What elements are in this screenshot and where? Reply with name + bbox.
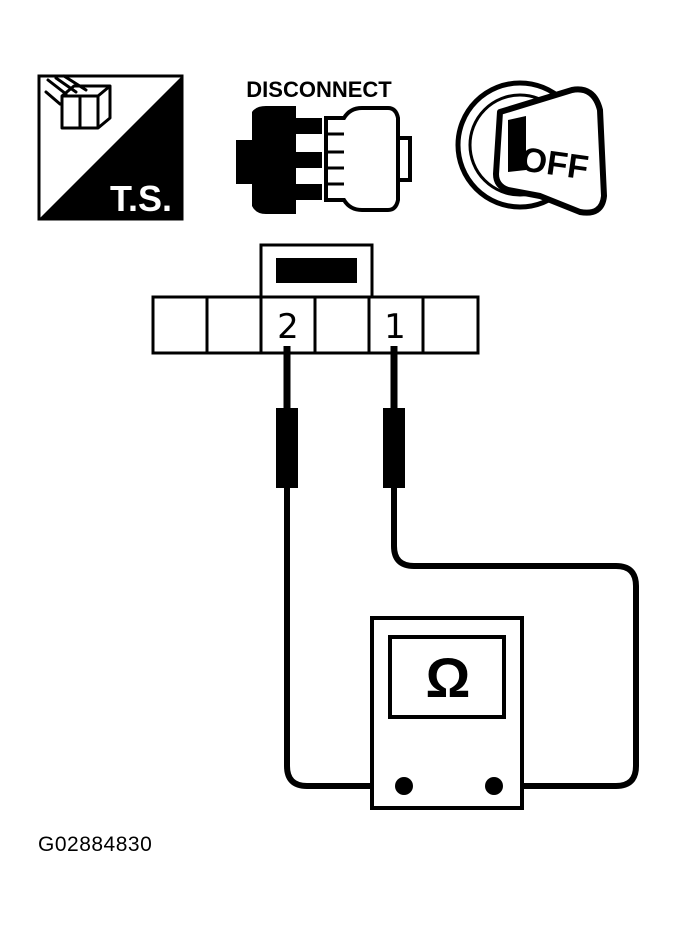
connector-pin-1-label: 1 xyxy=(384,307,406,347)
connector-pin-2-label: 2 xyxy=(277,307,299,347)
meter-terminal-left xyxy=(395,777,413,795)
ohm-symbol: Ω xyxy=(426,646,471,709)
ignition-key-off-icon: OFF xyxy=(455,80,607,216)
figure-id: G02884830 xyxy=(38,833,153,856)
test-lead-pin-1 xyxy=(383,346,639,789)
test-stand-icon: T.S. xyxy=(37,74,184,221)
ohmmeter: Ω xyxy=(370,616,524,810)
disconnect-connector-icon: DISCONNECT xyxy=(236,77,412,214)
disconnect-label: DISCONNECT xyxy=(246,77,392,102)
meter-terminal-right xyxy=(485,777,503,795)
test-stand-label: T.S. xyxy=(110,178,172,219)
ignition-off-label: OFF xyxy=(518,140,591,187)
harness-connector: 2 1 xyxy=(151,243,480,355)
test-lead-pin-2 xyxy=(276,346,404,789)
